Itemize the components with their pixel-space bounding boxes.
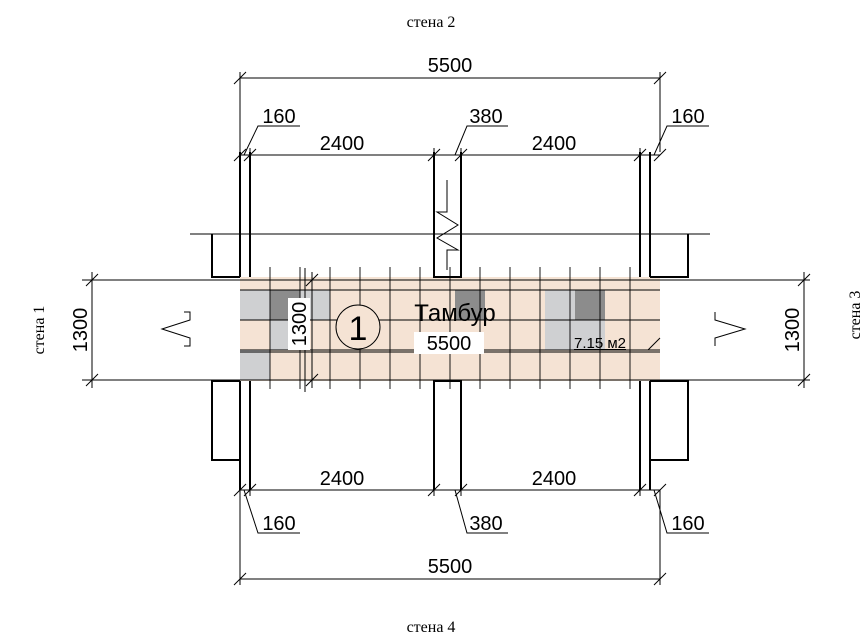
room-name: Тамбур bbox=[414, 300, 495, 327]
room-number: 1 bbox=[349, 310, 368, 348]
wall-label-left: стена 1 bbox=[31, 306, 48, 355]
tile-swatches bbox=[240, 290, 605, 380]
dim-top-left-span: 2400 bbox=[320, 133, 365, 155]
side-dimensions bbox=[85, 272, 811, 388]
dim-bottom-center: 380 bbox=[469, 513, 502, 535]
dim-bottom-left-span: 2400 bbox=[320, 468, 365, 490]
inner-length-label-bg bbox=[414, 332, 484, 354]
dim-top-left-edge: 160 bbox=[262, 106, 295, 128]
top-dimensions bbox=[233, 71, 709, 162]
dim-top-right-edge: 160 bbox=[671, 106, 704, 128]
tile-dark bbox=[575, 290, 605, 320]
tile-light bbox=[545, 290, 575, 320]
dim-top-right-span: 2400 bbox=[532, 133, 577, 155]
dim-right-height: 1300 bbox=[782, 308, 804, 353]
dim-bottom-total: 5500 bbox=[428, 556, 473, 578]
dim-bottom-right-edge: 160 bbox=[671, 513, 704, 535]
room-area: 7.15 м2 bbox=[574, 335, 626, 352]
wall-label-top: стена 2 bbox=[407, 14, 456, 31]
wall-label-bottom: стена 4 bbox=[407, 619, 456, 636]
dim-left-height: 1300 bbox=[70, 308, 92, 353]
inner-height-label-bg bbox=[288, 298, 310, 350]
tile-light bbox=[240, 350, 270, 380]
dim-top-center: 380 bbox=[469, 106, 502, 128]
dim-inner-height: 1300 bbox=[289, 302, 311, 347]
dim-top-total: 5500 bbox=[428, 55, 473, 77]
tile-light bbox=[240, 290, 270, 320]
walls bbox=[211, 152, 689, 490]
dim-bottom-left-edge: 160 bbox=[262, 513, 295, 535]
dim-inner-length: 5500 bbox=[427, 333, 472, 355]
dim-bottom-right-span: 2400 bbox=[532, 468, 577, 490]
tile-light bbox=[545, 320, 575, 350]
bottom-dimensions bbox=[233, 483, 709, 586]
break-symbols bbox=[160, 180, 747, 347]
dimension-labels: 5500 160 380 160 2400 2400 2400 2400 160… bbox=[70, 55, 804, 578]
room-number-circle bbox=[335, 304, 381, 350]
wall-label-right: стена 3 bbox=[847, 291, 862, 340]
